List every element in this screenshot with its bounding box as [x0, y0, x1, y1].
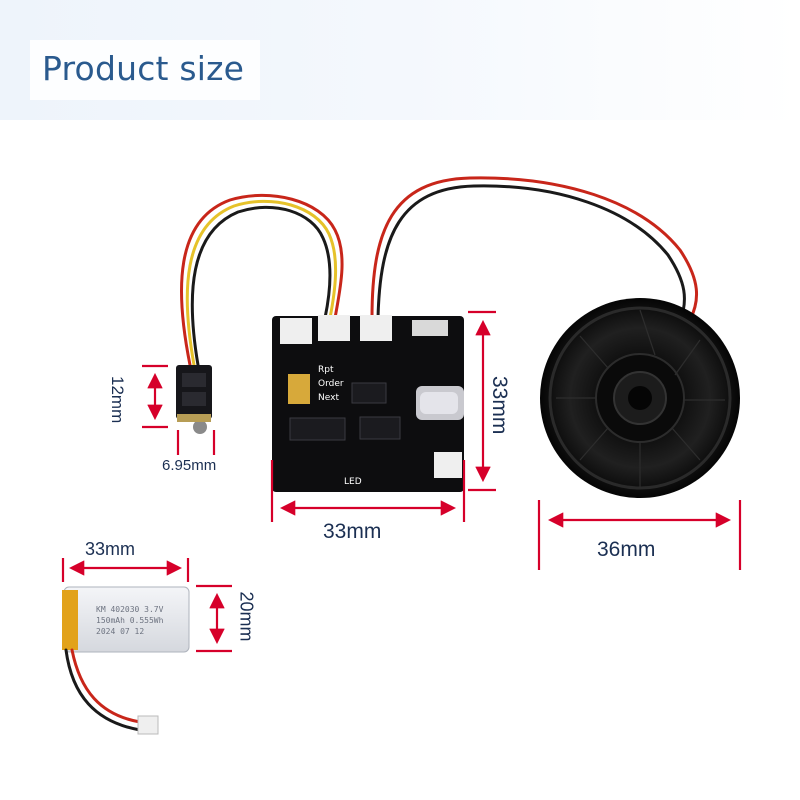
- pcb-board: Rpt Order Next LED: [272, 315, 464, 492]
- mic-cable: [179, 193, 344, 367]
- battery: KM 402030 3.7V 150mAh 0.555Wh 2024 07 12: [62, 586, 190, 653]
- dimension-label-mic-width: 6.95mm: [162, 457, 217, 474]
- dimension-label-speaker-diameter: 36mm: [597, 538, 656, 561]
- dimension-label-board-height: 33mm: [488, 376, 511, 435]
- dimension-label-board-width: 33mm: [323, 520, 382, 543]
- battery-label-line3: 2024 07 12: [96, 627, 144, 636]
- dimension-label-battery-length: 33mm: [85, 539, 136, 559]
- battery-label-line1: KM 402030 3.7V: [96, 605, 164, 614]
- battery-label-line2: 150mAh 0.555Wh: [96, 616, 164, 625]
- battery-cable: [64, 648, 159, 735]
- page-title: Product size: [42, 49, 245, 88]
- dimension-lines: [61, 310, 742, 653]
- dimension-label-mic-height: 12mm: [108, 376, 127, 424]
- silkscreen-rpt: Rpt: [318, 365, 334, 375]
- header-banner: [0, 0, 800, 120]
- speaker-cable: [370, 176, 699, 324]
- silkscreen-next: Next: [318, 393, 339, 403]
- silkscreen-order: Order: [318, 379, 344, 389]
- microphone-module: [176, 365, 212, 434]
- dimension-label-battery-width: 20mm: [236, 591, 257, 642]
- silkscreen-led: LED: [344, 477, 362, 487]
- speaker: [540, 298, 740, 498]
